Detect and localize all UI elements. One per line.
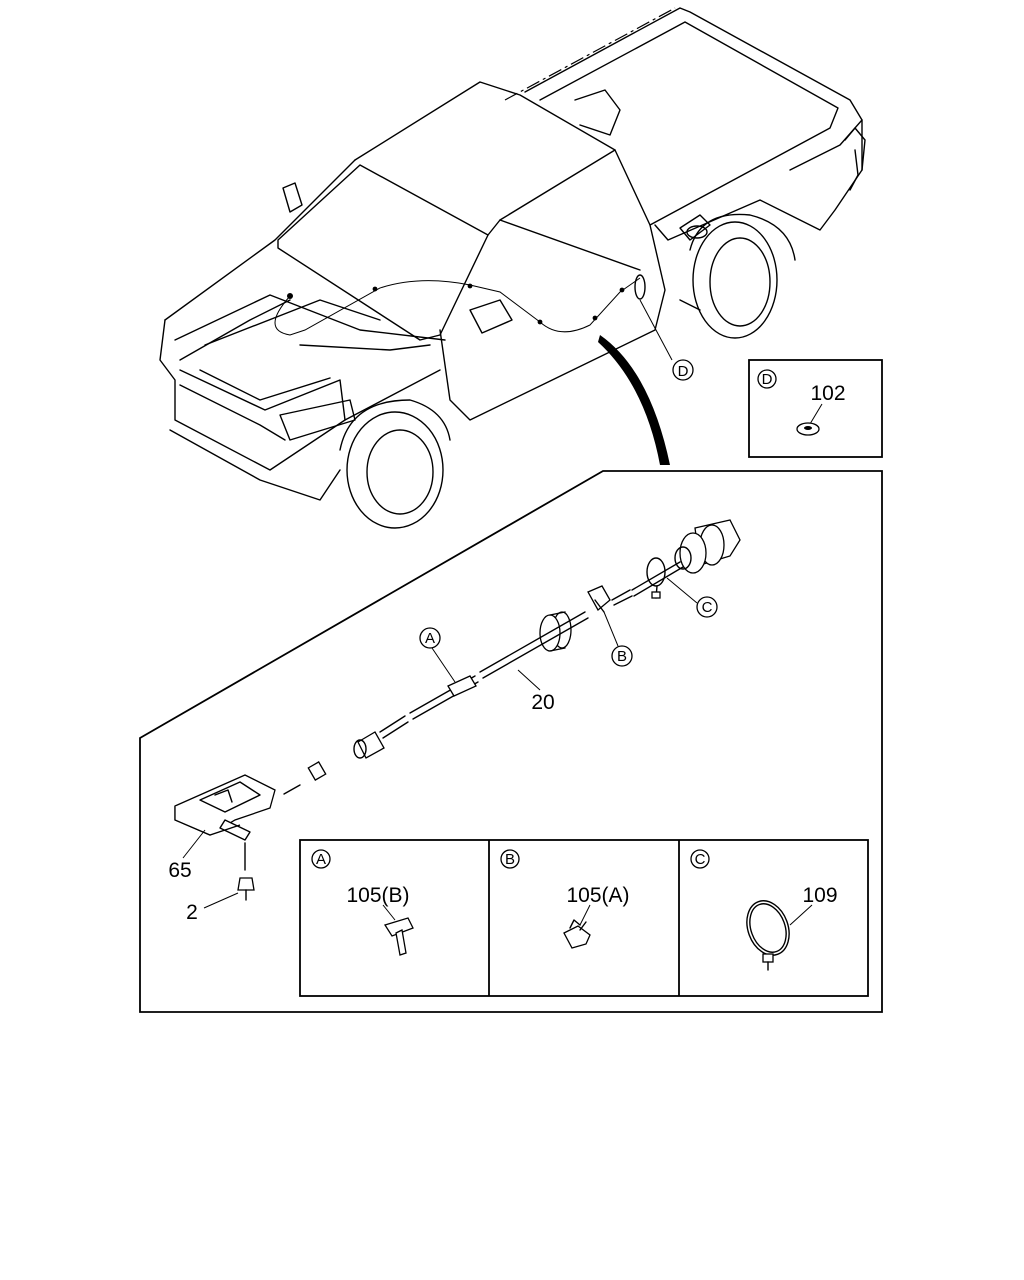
svg-text:A: A — [316, 851, 326, 868]
part-label-105a: 105(A) — [566, 884, 629, 907]
part-label-65: 65 — [168, 829, 206, 882]
main-detail-frame — [139, 470, 883, 1013]
antenna-cable-assembly — [174, 519, 741, 901]
svg-text:20: 20 — [531, 691, 554, 714]
svg-text:A: A — [425, 630, 435, 647]
svg-text:D: D — [762, 371, 773, 388]
detail-box-a: A 105(B) — [311, 849, 414, 956]
detail-box-b: B 105(A) — [500, 849, 630, 949]
pickup-truck-illustration — [159, 7, 866, 529]
clamp-109-icon — [746, 900, 790, 956]
svg-text:B: B — [505, 851, 515, 868]
part-label-20: 20 — [517, 669, 555, 714]
callout-c-main: C — [666, 577, 718, 618]
part-label-105b: 105(B) — [346, 884, 409, 907]
svg-text:2: 2 — [186, 901, 198, 924]
part-label-2: 2 — [186, 892, 239, 924]
part-label-109: 109 — [802, 884, 837, 907]
clip-105a-icon — [563, 925, 591, 949]
callout-a-main: A — [419, 627, 456, 683]
svg-text:D: D — [678, 363, 689, 380]
detail-box-d: D 102 — [748, 359, 883, 458]
detail-box-c: C 109 — [690, 849, 838, 971]
svg-text:C: C — [695, 851, 706, 868]
detail-box-row — [299, 839, 869, 997]
part-label-102: 102 — [810, 382, 845, 405]
svg-text:65: 65 — [168, 859, 191, 882]
svg-text:C: C — [702, 599, 713, 616]
tape-105b-icon — [383, 917, 414, 937]
callout-b-main: B — [603, 611, 633, 667]
callout-d-truck: D — [672, 359, 694, 381]
svg-text:B: B — [617, 648, 627, 665]
